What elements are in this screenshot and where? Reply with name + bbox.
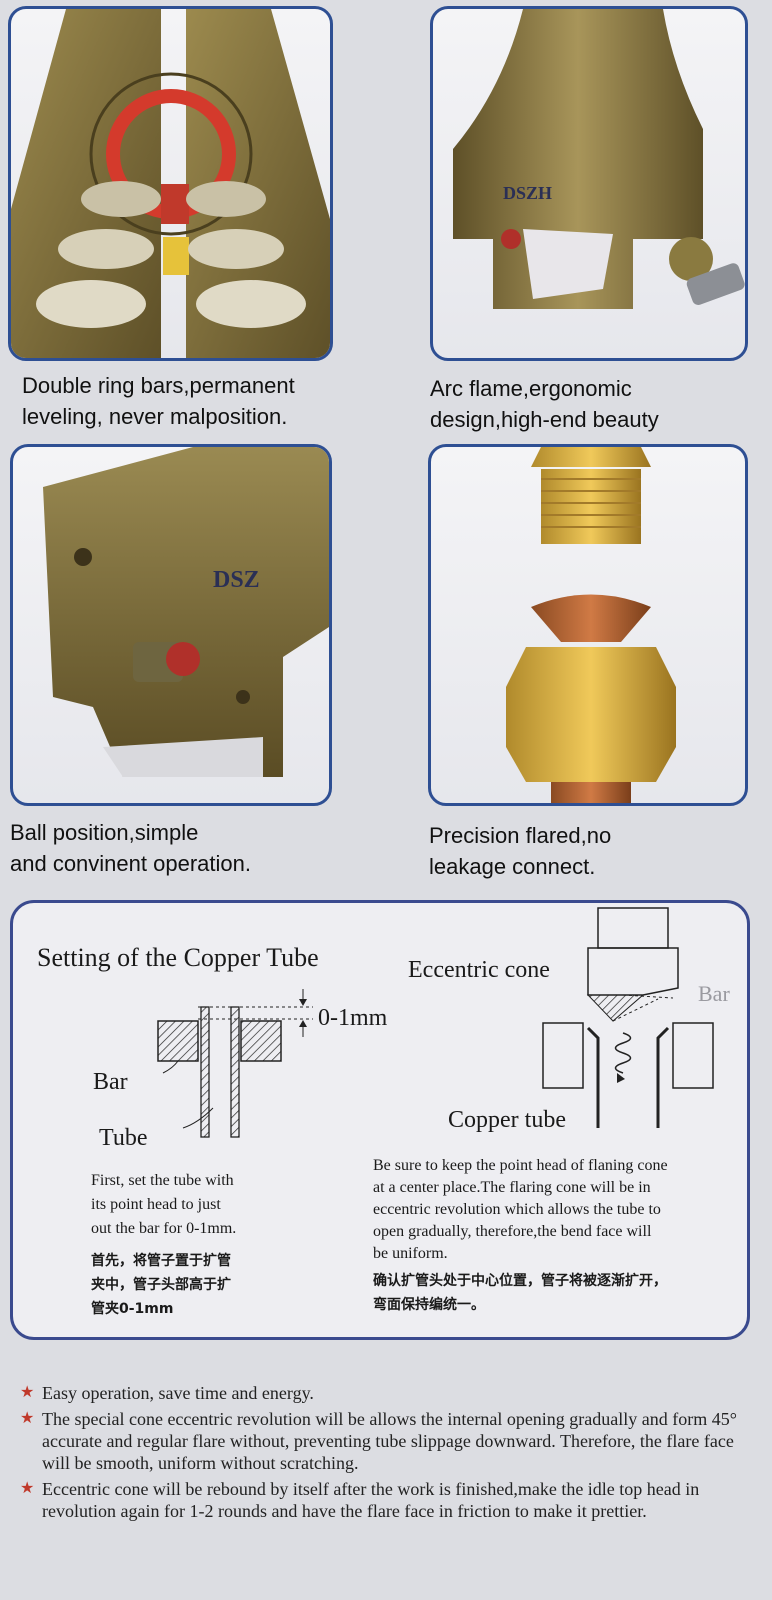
diagram-left-title: Setting of the Copper Tube	[37, 943, 319, 972]
star-icon: ★	[20, 1384, 35, 1401]
arc-yoke-illustration: DSZH	[453, 9, 745, 309]
diagram-drawings	[157, 907, 714, 1138]
left-bar-block	[157, 1020, 199, 1062]
tube-wall-right	[230, 1006, 240, 1138]
feature-caption-3: Ball position,simple and convinent opera…	[10, 817, 251, 879]
desc-line: out the bar for 0-1mm.	[91, 1220, 237, 1237]
svg-text:DSZ: DSZ	[213, 567, 260, 593]
feature-image-2: DSZH	[430, 6, 748, 361]
copper-tube-label: Copper tube	[448, 1107, 566, 1133]
left-description-cn: 首先，将管子置于扩管 夹中，管子头部高于扩 管夹0-1mm	[91, 1249, 231, 1321]
right-description-cn: 确认扩管头处于中心位置，管子将被逐渐扩开， 弯面保持编统一。	[373, 1269, 667, 1317]
cone-label: Eccentric cone	[408, 957, 550, 983]
ball-position-illustration: DSZ	[43, 447, 329, 777]
gap-label: 0-1mm	[318, 1005, 388, 1031]
flare-fitting-illustration	[506, 447, 676, 803]
desc-line-cn: 管夹0-1mm	[91, 1301, 174, 1317]
clamp-ring-bars-illustration	[11, 9, 330, 358]
right-description: Be sure to keep the point head of flanin…	[373, 1155, 668, 1265]
desc-line: First, set the tube with	[91, 1172, 234, 1189]
star-icon: ★	[20, 1480, 35, 1497]
tube-label: Tube	[99, 1125, 148, 1151]
feature-image-3: DSZ	[10, 444, 332, 806]
feature-image-4	[428, 444, 748, 806]
right-bar-label: Bar	[698, 981, 730, 1006]
caption-line: Arc flame,ergonomic	[430, 376, 632, 401]
bar-label: Bar	[93, 1069, 128, 1095]
desc-line: open gradually, therefore,the bend face …	[373, 1223, 652, 1240]
caption-line: Double ring bars,permanent	[22, 373, 295, 398]
bullet-text: The special cone eccentric revolution wi…	[42, 1409, 737, 1473]
bullet-item: ★ Eccentric cone will be rebound by itsel…	[20, 1478, 760, 1522]
feature-bullet-list: ★ Easy operation, save time and energy. ★…	[20, 1382, 760, 1526]
bullet-text: Easy operation, save time and energy.	[42, 1383, 314, 1403]
caption-line: and convinent operation.	[10, 851, 251, 876]
svg-text:DSZH: DSZH	[503, 183, 552, 203]
feature-caption-4: Precision flared,no leakage connect.	[429, 820, 611, 882]
left-description: First, set the tube with its point head …	[91, 1169, 236, 1241]
desc-line: at a center place.The flaring cone will …	[373, 1179, 651, 1196]
feature-caption-1: Double ring bars,permanent leveling, nev…	[22, 370, 295, 432]
star-icon: ★	[20, 1410, 35, 1427]
feature-image-1	[8, 6, 333, 361]
right-bar-block	[240, 1020, 282, 1062]
desc-line-cn: 确认扩管头处于中心位置，管子将被逐渐扩开，	[373, 1273, 667, 1289]
caption-line: Precision flared,no	[429, 823, 612, 848]
caption-line: leveling, never malposition.	[22, 404, 288, 429]
bullet-item: ★ Easy operation, save time and energy.	[20, 1382, 760, 1404]
caption-line: design,high-end beauty	[430, 407, 659, 432]
caption-line: leakage connect.	[429, 854, 596, 879]
desc-line-cn: 弯面保持编统一。	[373, 1297, 485, 1313]
desc-line-cn: 首先，将管子置于扩管	[91, 1253, 231, 1269]
bullet-text: Eccentric cone will be rebound by itself…	[42, 1479, 700, 1521]
desc-line-cn: 夹中，管子头部高于扩	[91, 1277, 231, 1293]
bullet-item: ★ The special cone eccentric revolution w…	[20, 1408, 760, 1474]
copper-tube-diagram-panel: Setting of the Copper Tube 0-1mm Bar Tub…	[10, 900, 750, 1340]
desc-line: Be sure to keep the point head of flanin…	[373, 1157, 668, 1174]
desc-line: its point head to just	[91, 1196, 221, 1213]
desc-line: eccentric revolution which allows the tu…	[373, 1201, 661, 1218]
desc-line: be uniform.	[373, 1245, 448, 1262]
caption-line: Ball position,simple	[10, 820, 199, 845]
feature-caption-2: Arc flame,ergonomic design,high-end beau…	[430, 373, 659, 435]
